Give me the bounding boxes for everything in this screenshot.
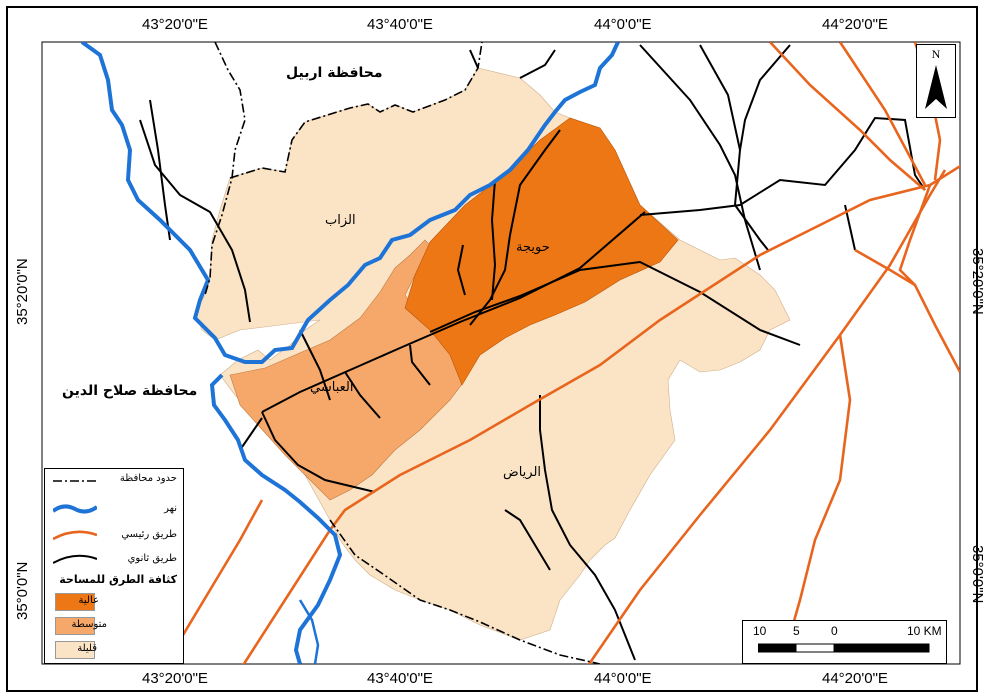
north-arrow-icon [925,65,947,109]
governorate-boundary [204,42,601,664]
grid-label-bottom-3: 44°0'0"E [594,670,652,687]
main-roads [178,42,960,664]
grid-label-right-2: 35°0'0"N [969,545,986,604]
label-abbasi: العباسي [310,380,354,395]
grid-label-right-1: 35°20'0"N [969,248,986,315]
grid-label-left-1: 35°20'0"N [14,258,31,325]
grid-label-bottom-1: 43°20'0"E [142,670,208,687]
scale-bar-graphic [758,643,930,653]
river-zab [80,42,620,364]
grid-label-top-1: 43°20'0"E [142,16,208,33]
scale-bar: 10 5 0 10 KM [742,620,947,664]
label-riyadh: الرياض [503,465,542,480]
legend-swatch-high [55,593,95,611]
legend-symbol-river [53,504,97,514]
label-hawija: حويجة [516,240,550,255]
legend-title-density: كثافة الطرق للمساحة [59,573,177,586]
grid-label-top-3: 44°0'0"E [594,16,652,33]
scale-label-0: 0 [831,624,838,638]
river-tigris [209,373,343,664]
map-legend: حدود محافظة نهر طريق رئيسي طريق ثانوي كث… [44,468,184,664]
legend-label-boundary: حدود محافظة [119,473,177,484]
density-high-area [404,117,679,386]
legend-label-main-road: طريق رئيسي [121,529,177,540]
legend-label-river: نهر [164,503,177,514]
secondary-roads [139,44,926,661]
legend-label-medium: متوسطة [71,619,107,630]
grid-label-top-4: 44°20'0"E [822,16,888,33]
label-erbil-governorate: محافظة اربيل [286,65,383,81]
north-letter: N [931,47,941,61]
river-tigris-branch [298,599,320,664]
label-zab: الزاب [325,213,356,228]
legend-symbol-main-road [53,530,97,541]
north-arrow-box: N [916,44,956,118]
legend-label-secondary-road: طريق ثانوي [127,553,177,564]
grid-label-bottom-2: 43°40'0"E [367,670,433,687]
scale-label-5: 5 [793,624,800,638]
grid-label-left-2: 35°0'0"N [14,561,31,620]
scale-label-10: 10 [753,624,767,638]
grid-label-bottom-4: 44°20'0"E [822,670,888,687]
scale-label-10km: 10 KM [907,624,942,638]
legend-symbol-secondary-road [53,554,97,564]
legend-symbol-boundary [53,480,97,482]
legend-swatch-low [55,641,95,659]
legend-label-low: قليلة [77,643,97,654]
grid-label-top-2: 43°40'0"E [367,16,433,33]
legend-swatch-medium [55,617,95,635]
legend-label-high: عالية [78,595,99,606]
label-salahaddin-governorate: محافظة صلاح الدين [62,383,198,399]
